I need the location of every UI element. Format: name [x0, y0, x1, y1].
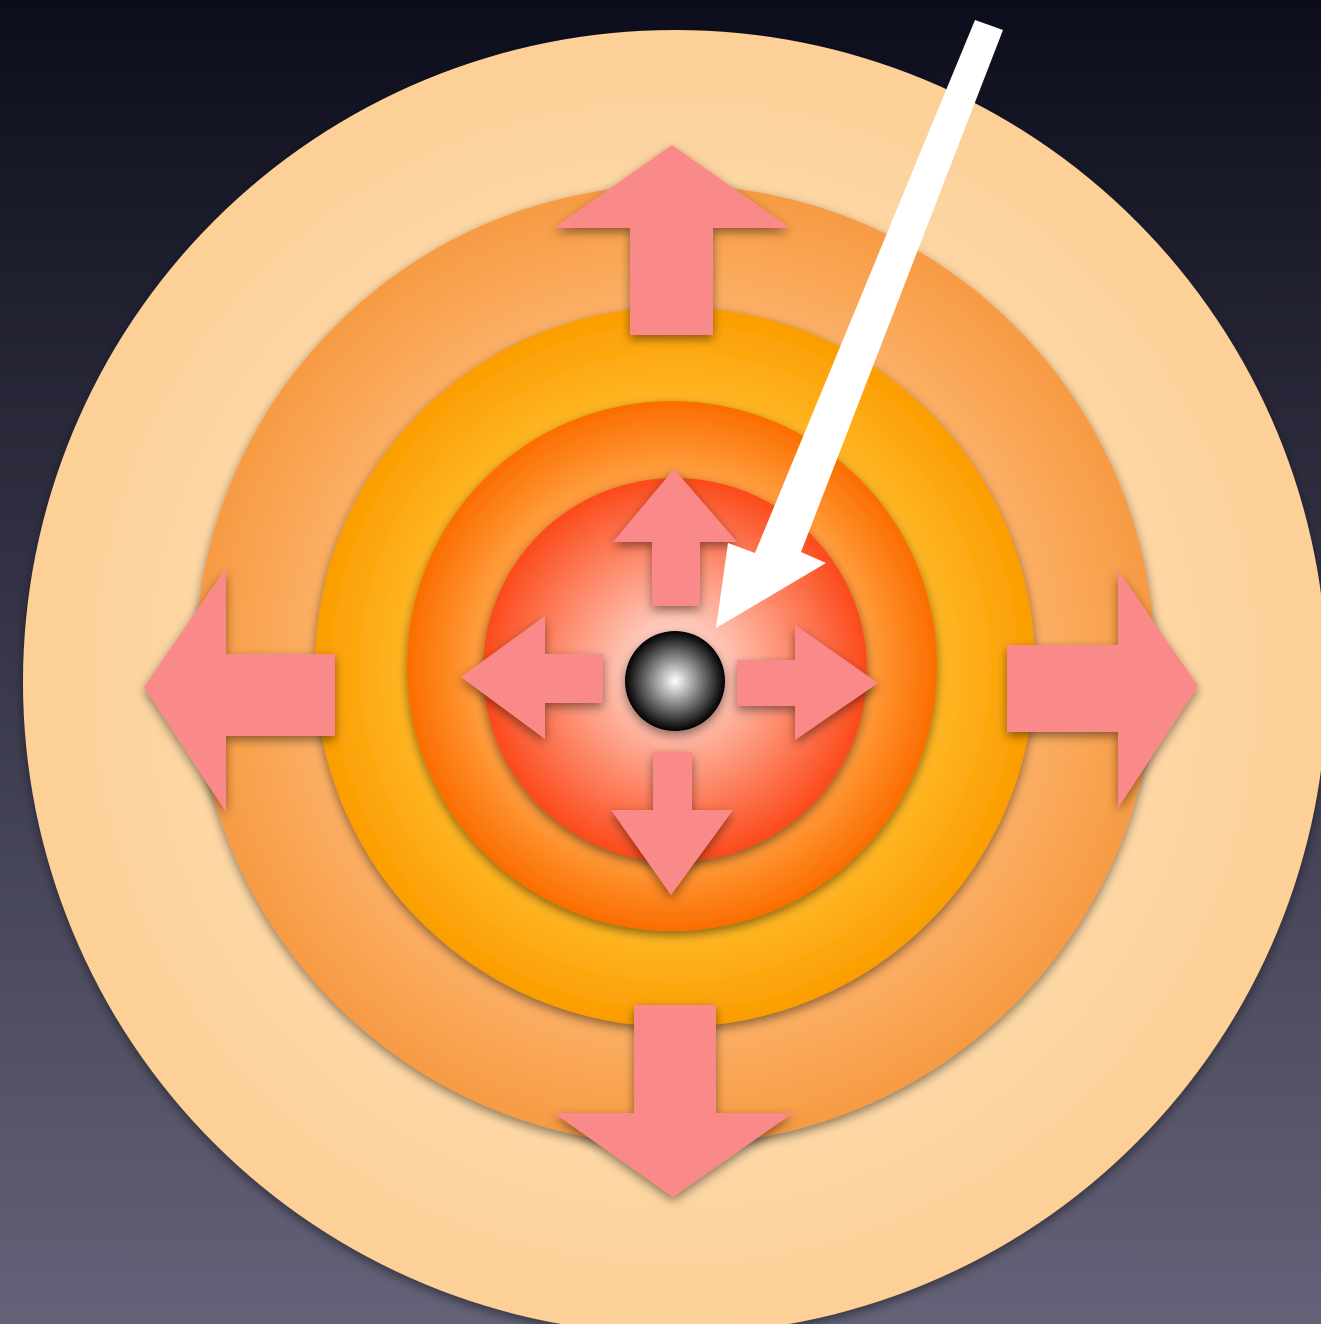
- nucleus: [625, 631, 725, 731]
